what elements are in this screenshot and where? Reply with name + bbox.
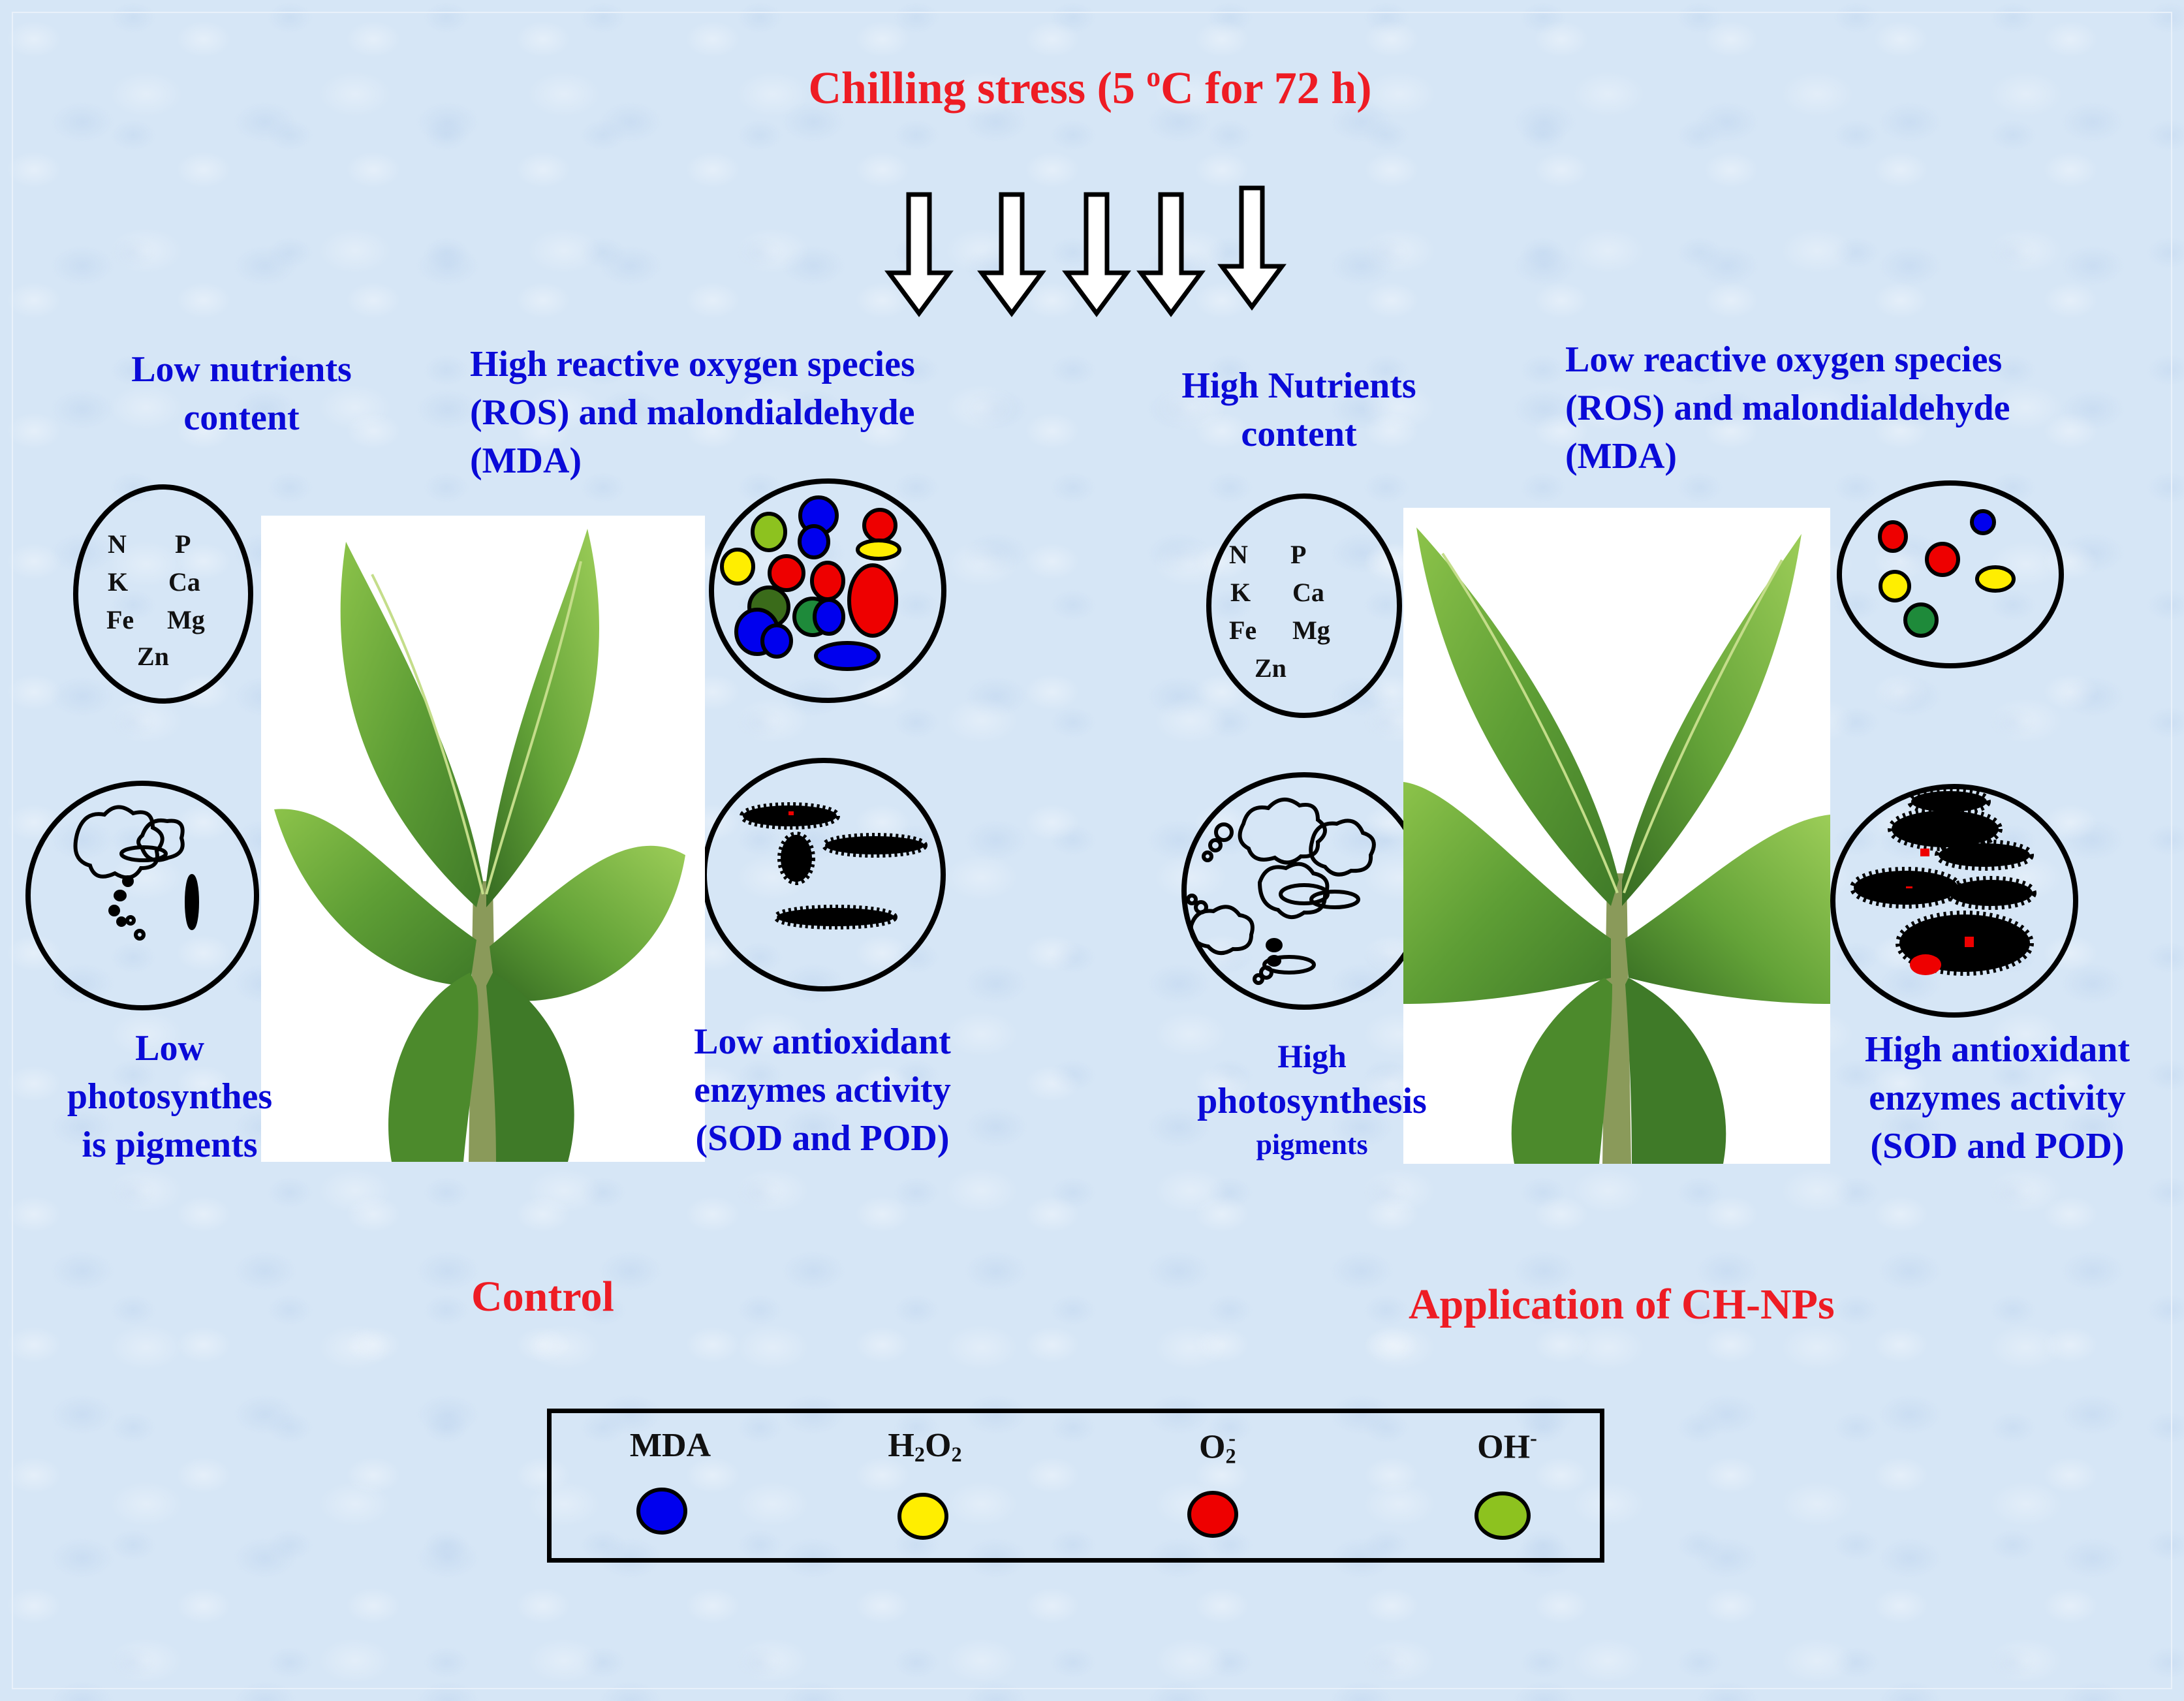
treatment-group-label: Application of CH-NPs bbox=[1409, 1281, 1835, 1328]
legend-swatch-oh bbox=[1474, 1491, 1531, 1540]
nutrient-k: K bbox=[1230, 578, 1251, 607]
legend-label-o2: O2- bbox=[1198, 1426, 1236, 1468]
title-text: Chilling stress (5 bbox=[808, 63, 1147, 114]
treatment-antioxidant-circle bbox=[1830, 784, 2078, 1018]
down-arrow-icon bbox=[977, 192, 1046, 317]
control-group-label: Control bbox=[471, 1273, 614, 1320]
nutrient-fe: Fe bbox=[106, 605, 134, 634]
control-ros-circle bbox=[709, 478, 946, 703]
control-antioxidant-blobs bbox=[740, 802, 928, 929]
down-arrow-icon bbox=[1217, 185, 1287, 311]
nutrient-zn: Zn bbox=[137, 642, 169, 671]
nutrient-mg: Mg bbox=[1292, 616, 1330, 645]
legend: MDA H2O2 O2- OH- bbox=[547, 1409, 1604, 1563]
banana-plant-icon bbox=[1403, 527, 1830, 1164]
legend-swatch-o2 bbox=[1187, 1491, 1238, 1538]
treatment-nutrients-label: High Nutrients content bbox=[1181, 366, 1416, 454]
treatment-photosynthesis-label: High photosynthesis pigments bbox=[1197, 1038, 1427, 1161]
legend-swatches bbox=[636, 1488, 1531, 1540]
legend-label-h2o2: H2O2 bbox=[888, 1427, 962, 1467]
down-arrow-icon bbox=[884, 192, 954, 317]
control-antioxidant-circle bbox=[702, 758, 946, 991]
title-text-rest: C for 72 h) bbox=[1161, 63, 1372, 114]
treatment-plant-image bbox=[1403, 508, 1830, 1164]
down-arrow-icon bbox=[1136, 192, 1206, 317]
treatment-antioxidant-label: High antioxidant enzymes activity (SOD a… bbox=[1864, 1029, 2130, 1166]
enzyme-active-site bbox=[788, 811, 794, 815]
treatment-antioxidant-blobs bbox=[1850, 787, 2036, 976]
treatment-ros-dots bbox=[1878, 509, 2016, 638]
treatment-ros-label: Low reactive oxygen species (ROS) and ma… bbox=[1565, 339, 2010, 476]
nutrient-ca: Ca bbox=[1292, 578, 1324, 607]
control-plant-image bbox=[261, 516, 705, 1162]
control-photosynthesis-label: Low photosynthes is pigments bbox=[67, 1028, 273, 1165]
figure-frame bbox=[12, 12, 2172, 1689]
nutrient-p: P bbox=[1290, 540, 1307, 569]
nutrient-fe: Fe bbox=[1229, 616, 1257, 645]
legend-swatch-h2o2 bbox=[897, 1493, 948, 1540]
control-nutrients-label: Low nutrients content bbox=[131, 349, 352, 438]
control-antioxidant-label: Low antioxidant enzymes activity (SOD an… bbox=[694, 1022, 951, 1159]
title-degree: o bbox=[1146, 61, 1161, 93]
nutrient-p: P bbox=[175, 529, 191, 559]
legend-label-mda: MDA bbox=[629, 1427, 711, 1464]
treatment-chloroplasts bbox=[1186, 798, 1376, 985]
nutrient-k: K bbox=[108, 567, 129, 597]
control-ros-label: High reactive oxygen species (ROS) and m… bbox=[470, 344, 915, 481]
nutrient-n: N bbox=[108, 529, 127, 559]
nutrient-n: N bbox=[1229, 540, 1248, 569]
control-photosynthesis-circle bbox=[25, 781, 259, 1010]
control-nutrient-circle bbox=[73, 484, 253, 704]
stress-arrows bbox=[884, 185, 1287, 317]
nutrient-zn: Zn bbox=[1255, 653, 1287, 683]
control-chloroplasts bbox=[73, 805, 199, 941]
enzyme-active-sites bbox=[1906, 849, 1974, 975]
control-ros-dots bbox=[720, 495, 901, 671]
down-arrow-icon bbox=[1062, 192, 1131, 317]
nutrient-ca: Ca bbox=[168, 567, 200, 597]
banana-plant-icon bbox=[274, 529, 685, 1162]
figure-title: Chilling stress (5 oC for 72 h) bbox=[587, 59, 1593, 119]
nutrient-mg: Mg bbox=[167, 605, 205, 634]
legend-label-oh: OH- bbox=[1477, 1426, 1537, 1466]
legend-swatch-mda bbox=[636, 1488, 687, 1535]
treatment-nutrient-circle bbox=[1206, 493, 1402, 718]
treatment-ros-circle bbox=[1837, 480, 2064, 668]
